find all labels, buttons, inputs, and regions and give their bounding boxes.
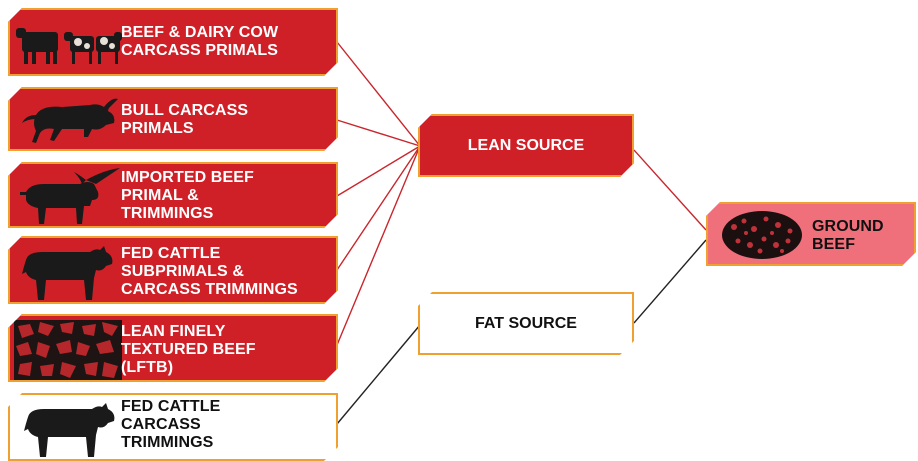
lean-source-box: LEAN SOURCE	[418, 114, 634, 177]
connector-fed-trimmings-to-fat	[336, 324, 421, 425]
fat-source-label: FAT SOURCE	[475, 314, 577, 332]
source-label: FED CATTLE SUBPRIMALS & CARCASS TRIMMING…	[121, 245, 298, 298]
source-label: FED CATTLE CARCASS TRIMMINGS	[121, 398, 221, 451]
source-box-imported-beef: IMPORTED BEEF PRIMAL & TRIMMINGS	[8, 162, 338, 228]
source-box-fed-cattle-subprimals: FED CATTLE SUBPRIMALS & CARCASS TRIMMING…	[8, 236, 338, 304]
ground-beef-label: GROUND BEEF	[812, 218, 884, 253]
ground-beef-box: GROUND BEEF	[706, 202, 916, 266]
source-box-bull: BULL CARCASS PRIMALS	[8, 87, 338, 151]
source-label: LEAN FINELY TEXTURED BEEF (LFTB)	[121, 323, 256, 376]
cattle-herd-icon	[14, 24, 122, 68]
source-label: IMPORTED BEEF PRIMAL & TRIMMINGS	[121, 169, 254, 222]
source-box-fed-cattle-trimmings: FED CATTLE CARCASS TRIMMINGS	[8, 393, 338, 461]
steer-icon	[20, 242, 116, 302]
connector-fed-subprimals-to-lean	[336, 145, 421, 271]
connector-lftb-to-lean	[336, 145, 421, 346]
lean-source-label: LEAN SOURCE	[467, 136, 585, 154]
source-label: BULL CARCASS PRIMALS	[121, 102, 249, 137]
connector-bull-to-lean	[336, 119, 421, 147]
source-box-beef-dairy-cow: BEEF & DAIRY COW CARCASS PRIMALS	[8, 8, 338, 76]
steer-icon	[22, 399, 118, 459]
source-box-lftb: LEAN FINELY TEXTURED BEEF (LFTB)	[8, 314, 338, 382]
connector-lean-to-ground-beef	[633, 149, 707, 231]
connector-imported-to-lean	[336, 145, 421, 197]
fat-source-box: FAT SOURCE	[418, 292, 634, 355]
ground-beef-patty-icon	[720, 209, 804, 261]
meat-texture-icon	[14, 320, 122, 380]
connector-beef-dairy-to-lean	[336, 41, 421, 147]
source-label: BEEF & DAIRY COW CARCASS PRIMALS	[121, 24, 279, 59]
longhorn-steer-icon	[16, 166, 122, 226]
connector-fat-to-ground-beef	[633, 239, 707, 324]
charging-bull-icon	[18, 93, 122, 149]
